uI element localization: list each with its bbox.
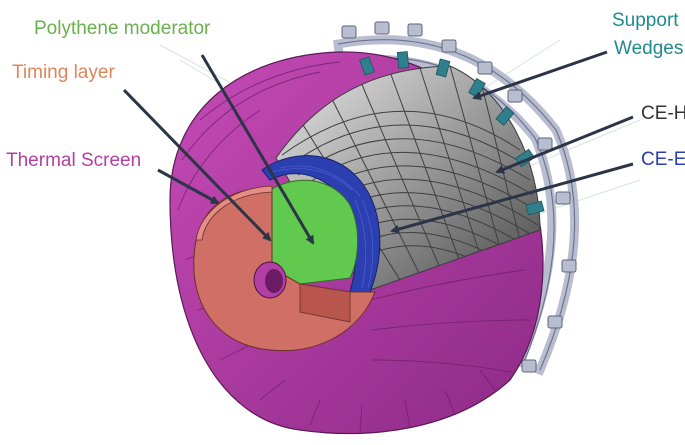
polythene-moderator-label: Polythene moderator — [34, 18, 211, 39]
support-wedges — [359, 51, 545, 216]
timing-layer-rim — [195, 185, 273, 241]
ce-e-label: CE-E — [641, 149, 685, 170]
support-brackets — [341, 21, 577, 373]
arrow-thermal — [157, 168, 220, 205]
callout-arrows — [122, 50, 634, 245]
arrow-timing — [122, 88, 272, 242]
ce-h-label: CE-H — [641, 103, 685, 124]
timing-layer-label: Timing layer — [12, 62, 115, 83]
arrow-support — [472, 50, 608, 100]
thermal-screen-panels — [177, 61, 531, 433]
thermal-screen-label: Thermal Screen — [6, 150, 142, 171]
arrow-polythene — [200, 54, 315, 245]
support-wedges-label-line2: Wedges — [614, 38, 684, 59]
arrow-cee — [390, 162, 634, 234]
ce-e-layers — [271, 165, 374, 289]
timing-layer-side — [299, 283, 351, 323]
support-wedges-label-line1: Support — [612, 10, 679, 31]
arrow-ceh — [495, 115, 634, 174]
beam-pipe-inner — [265, 269, 283, 293]
